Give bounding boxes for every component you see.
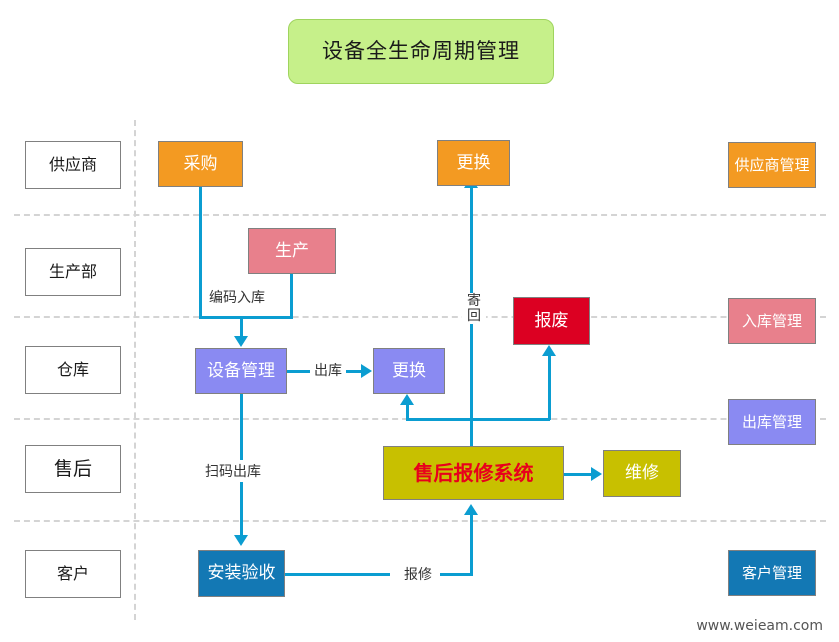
node-replace-warehouse[interactable]: 更换: [373, 348, 445, 394]
lane-divider-4: [14, 520, 826, 522]
connector-purchase-down: [199, 187, 202, 319]
connector-merge-inbound: [199, 316, 293, 319]
lane-label-aftersales: 售后: [25, 445, 121, 493]
connector-repair-request-up: [470, 515, 473, 575]
connector-into-equipment: [240, 316, 243, 338]
edge-label-repair-request: 报修: [400, 563, 436, 585]
arrowhead-into-installation: [234, 535, 248, 546]
arrowhead-into-replace-mid: [400, 394, 414, 405]
diagram-title: 设备全生命周期管理: [288, 19, 554, 84]
edge-label-send-back: 寄回: [462, 293, 486, 325]
connector-branch-row: [406, 418, 550, 421]
module-customer-management[interactable]: 客户管理: [728, 550, 816, 596]
arrowhead-into-scrap: [542, 345, 556, 356]
module-outbound-management[interactable]: 出库管理: [728, 399, 816, 445]
connector-to-scrap: [548, 356, 551, 420]
lane-divider-1: [14, 214, 826, 216]
arrowhead-into-aftersales: [464, 504, 478, 515]
lane-vertical-divider: [134, 120, 136, 620]
arrowhead-into-repair: [591, 467, 602, 481]
connector-repair-request-left: [285, 573, 390, 576]
node-aftersales-repair-system[interactable]: 售后报修系统: [383, 446, 564, 500]
lane-label-production: 生产部: [25, 248, 121, 296]
edge-label-outbound: 出库: [310, 359, 346, 381]
node-purchase[interactable]: 采购: [158, 141, 243, 187]
connector-to-repair: [564, 473, 592, 476]
node-production[interactable]: 生产: [248, 228, 336, 274]
arrowhead-into-equipment: [234, 336, 248, 347]
lane-divider-2: [14, 316, 826, 318]
node-replace-supplier[interactable]: 更换: [437, 140, 510, 186]
lane-label-warehouse: 仓库: [25, 346, 121, 394]
edge-label-encode-inbound: 编码入库: [205, 286, 269, 308]
node-installation-acceptance[interactable]: 安装验收: [198, 550, 285, 597]
connector-to-replace-mid: [406, 405, 409, 420]
node-scrap[interactable]: 报废: [513, 297, 590, 345]
arrowhead-outbound: [361, 364, 372, 378]
module-supplier-management[interactable]: 供应商管理: [728, 142, 816, 188]
node-equipment-management[interactable]: 设备管理: [195, 348, 287, 394]
lane-label-supplier: 供应商: [25, 141, 121, 189]
connector-outbound-right: [345, 370, 362, 373]
watermark: www.weieam.com: [696, 618, 823, 634]
edge-label-scan-outbound: 扫码出库: [201, 460, 265, 482]
connector-outbound-left: [287, 370, 315, 373]
lane-label-customer: 客户: [25, 550, 121, 598]
node-repair[interactable]: 维修: [603, 450, 681, 497]
module-inbound-management[interactable]: 入库管理: [728, 298, 816, 344]
connector-repair-request-right: [440, 573, 473, 576]
connector-production-down: [290, 274, 293, 319]
